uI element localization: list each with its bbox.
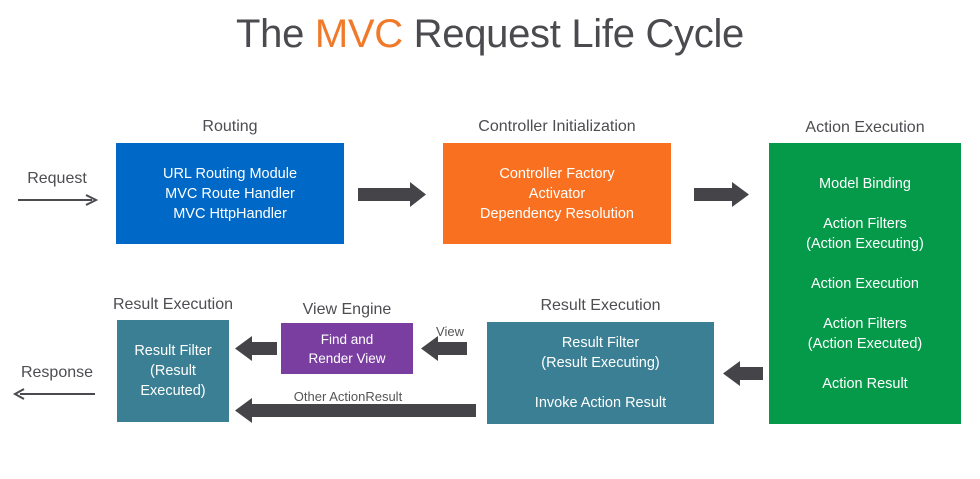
controller-init-item: Dependency Resolution [480, 205, 634, 222]
action-filters-executing-sub: (Action Executing) [806, 236, 924, 252]
result-executing-item: (Result Executing) [541, 355, 660, 371]
diagram-title: The MVC Request Life Cycle [0, 12, 980, 57]
action-filters-executed-item: Action Filters [823, 316, 907, 332]
routing-to-controller-arrow-icon [358, 182, 426, 207]
action-execution-item: Action Execution [810, 276, 919, 292]
other-action-result-arrow-icon [235, 398, 476, 423]
view-engine-heading: View Engine [302, 301, 392, 318]
response-label: Response [20, 364, 94, 381]
routing-item: MVC HttpHandler [173, 205, 287, 222]
view-engine-item: Find and [320, 331, 374, 347]
title-accent: MVC [314, 12, 403, 56]
model-binding-item: Model Binding [819, 176, 911, 192]
view-engine-item: Render View [308, 350, 386, 366]
result-execution-left-box: Result Filter (Result Executed) [117, 320, 229, 422]
view-edge-label: View [436, 324, 464, 339]
action-result-item: Action Result [822, 376, 908, 392]
title-prefix: The [236, 12, 315, 56]
other-action-result-edge-label: Other ActionResult [293, 389, 403, 404]
result-execution-right-box: Result Filter (Result Executing) Invoke … [487, 322, 714, 424]
view-engine-box: Find and Render View [281, 323, 413, 374]
request-label: Request [27, 170, 87, 187]
routing-item: MVC Route Handler [165, 185, 295, 202]
result-execution-left-heading: Result Execution [112, 296, 234, 313]
action-to-result-arrow-icon [723, 361, 763, 386]
action-execution-heading: Action Execution [805, 119, 925, 136]
result-filter-item: Result Filter [561, 335, 640, 351]
result-execution-right-heading: Result Execution [540, 297, 661, 314]
view-engine-to-result-arrow-icon [235, 336, 277, 361]
action-execution-box: Model Binding Action Filters (Action Exe… [769, 143, 961, 424]
controller-init-box: Controller Factory Activator Dependency … [443, 143, 671, 244]
result-executed-item: (Result [150, 363, 196, 379]
routing-box: URL Routing Module MVC Route Handler MVC… [116, 143, 344, 244]
result-to-view-engine-arrow-icon [421, 336, 467, 361]
controller-to-action-arrow-icon [694, 182, 749, 207]
controller-init-heading: Controller Initialization [478, 118, 636, 135]
controller-init-item: Controller Factory [499, 165, 615, 182]
result-executed-item: Executed) [140, 383, 206, 399]
request-arrow-icon [18, 194, 99, 206]
invoke-action-result-item: Invoke Action Result [534, 395, 667, 411]
routing-item: URL Routing Module [162, 165, 298, 182]
title-suffix: Request Life Cycle [402, 12, 745, 56]
action-filters-executing-item: Action Filters [823, 216, 907, 232]
response-arrow-icon [12, 388, 95, 400]
action-filters-executed-sub: (Action Executed) [807, 336, 923, 352]
result-executed-item: Result Filter [134, 343, 212, 359]
controller-init-item: Activator [528, 185, 586, 202]
routing-heading: Routing [202, 118, 258, 135]
